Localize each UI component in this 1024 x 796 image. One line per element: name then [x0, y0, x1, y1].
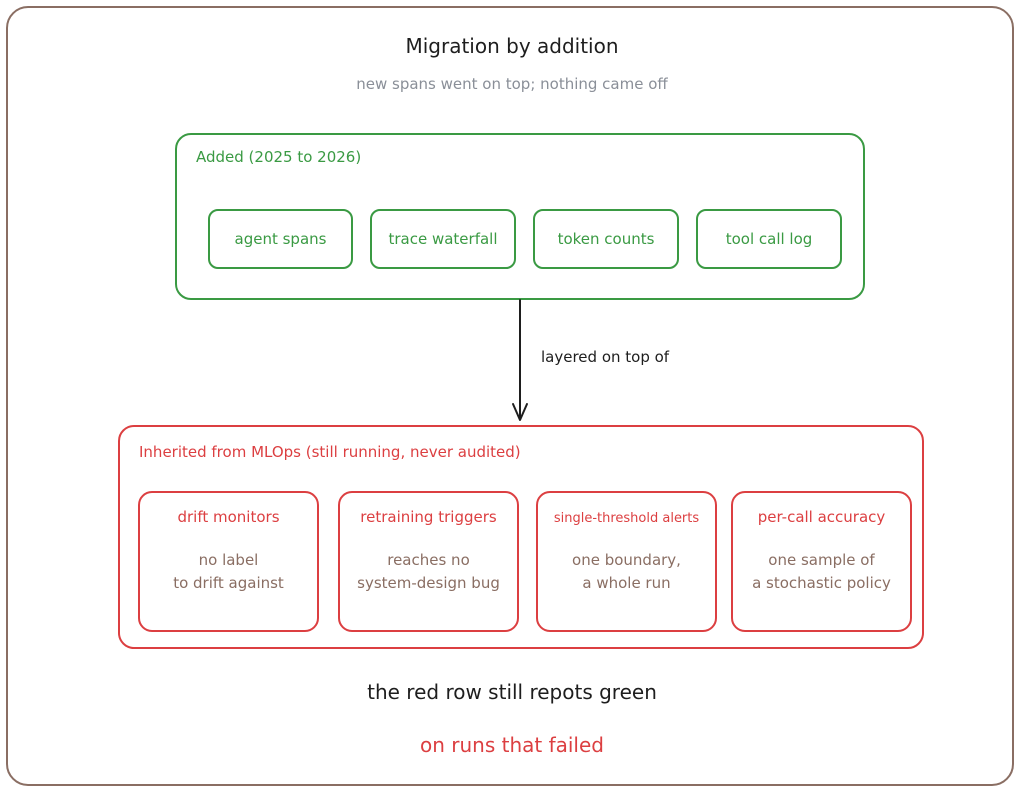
- card-title: drift monitors: [177, 508, 280, 526]
- inherited-group-box: [118, 425, 924, 649]
- card-line-1: no label: [198, 551, 259, 569]
- card-title: retraining triggers: [360, 508, 497, 526]
- chip-label: agent spans: [234, 230, 327, 248]
- diagram-subtitle: new spans went on top; nothing came off: [356, 75, 668, 93]
- card-description: one sample of a stochastic policy: [733, 549, 910, 595]
- footer-statement: the red row still repots green: [367, 680, 657, 704]
- card-drift-monitors: drift monitors no label to drift against: [138, 491, 319, 632]
- added-group-label: Added (2025 to 2026): [196, 148, 362, 166]
- card-line-2: to drift against: [173, 574, 284, 592]
- card-title: single-threshold alerts: [553, 511, 700, 526]
- chip-token-counts: token counts: [533, 209, 679, 269]
- card-line-1: reaches no: [387, 551, 470, 569]
- chip-label: tool call log: [725, 230, 813, 248]
- connector-label: layered on top of: [541, 348, 670, 366]
- card-line-2: a stochastic policy: [752, 574, 891, 592]
- card-description: one boundary, a whole run: [538, 549, 715, 595]
- card-description: no label to drift against: [140, 549, 317, 595]
- card-line-2: system-design bug: [357, 574, 500, 592]
- card-title: per-call accuracy: [757, 508, 886, 526]
- chip-agent-spans: agent spans: [208, 209, 353, 269]
- footer-emphasis: on runs that failed: [419, 733, 604, 757]
- chip-trace-waterfall: trace waterfall: [370, 209, 516, 269]
- diagram-title: Migration by addition: [405, 34, 619, 58]
- card-per-call-accuracy: per-call accuracy one sample of a stocha…: [731, 491, 912, 632]
- card-description: reaches no system-design bug: [340, 549, 517, 595]
- canvas-frame: [6, 6, 1014, 786]
- card-line-1: one boundary,: [572, 551, 681, 569]
- card-line-2: a whole run: [582, 574, 671, 592]
- card-retraining-triggers: retraining triggers reaches no system-de…: [338, 491, 519, 632]
- card-line-1: one sample of: [768, 551, 875, 569]
- card-single-threshold-alerts: single-threshold alerts one boundary, a …: [536, 491, 717, 632]
- inherited-group-label: Inherited from MLOps (still running, nev…: [139, 443, 521, 461]
- chip-label: token counts: [557, 230, 655, 248]
- chip-label: trace waterfall: [388, 230, 498, 248]
- chip-tool-call-log: tool call log: [696, 209, 842, 269]
